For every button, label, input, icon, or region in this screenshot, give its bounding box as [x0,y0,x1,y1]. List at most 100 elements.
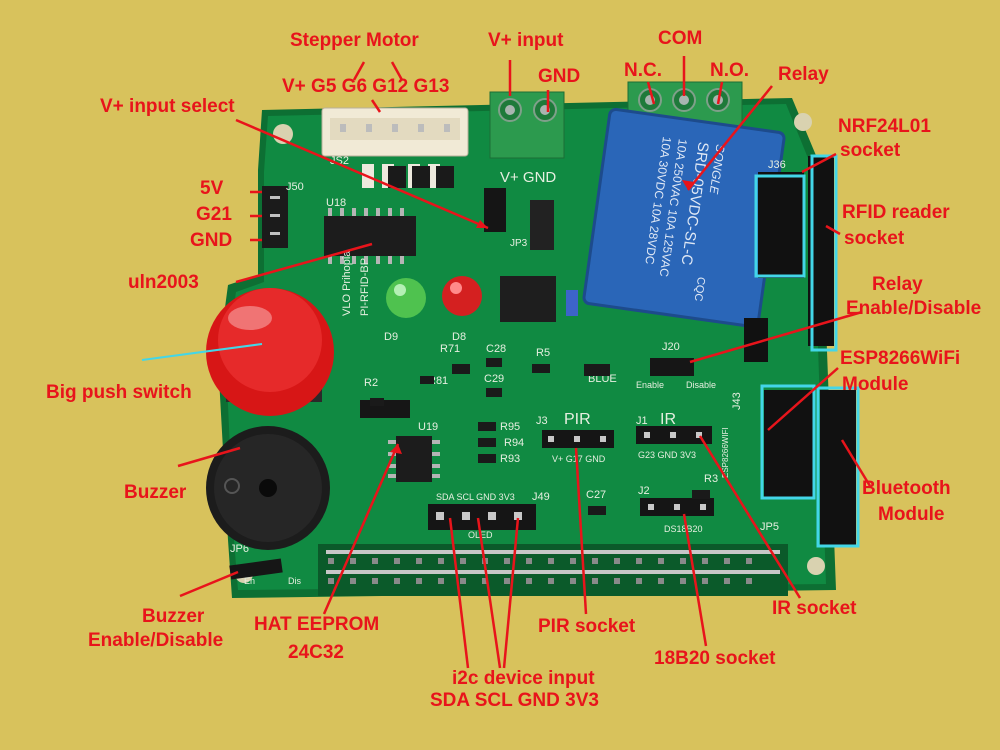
j50-header: J50 [262,181,304,248]
silk-jp5: JP5 [760,521,779,533]
silk-jp3: JP3 [510,238,528,249]
silk-vplus-gnd: V+ GND [500,169,556,186]
label-pin-5v: 5V [200,178,224,199]
silk-j43: J43 [731,392,743,410]
label-rfid-socket: socket [844,228,905,249]
uln2003-chip: U18 [324,197,416,264]
silk-board-name: VLO Prihopia [341,250,353,316]
label-pin-gnd: GND [190,230,233,251]
label-stepper-pins: V+ G5 G6 G12 G13 [282,76,450,97]
power-terminal-block: V+ GND [489,91,565,186]
silk-j50: J50 [286,181,304,193]
silk-u19: U19 [418,421,438,433]
silk-board-model: PI-RFID-BP [359,258,371,316]
label-24c32: 24C32 [288,642,344,663]
label-buzzer-enable: Buzzer [142,606,205,627]
trimmer [566,290,578,316]
silk-en: En [244,576,255,586]
label-gnd-input: GND [538,66,581,87]
annotation-arrowheads [390,180,694,454]
eeprom-chip-u19 [388,436,440,482]
silk-r5: R5 [536,347,550,359]
label-i2c-device-input: i2c device input [452,668,595,689]
label-nrf-socket: socket [840,140,901,161]
silk-r94: R94 [504,437,524,449]
silk-pir: PIR [564,411,591,428]
label-nrf24l01: NRF24L01 [838,116,931,137]
silk-j36: J36 [768,159,786,171]
mount-hole [794,113,812,131]
silk-j3: J3 [536,415,548,427]
label-uln2003: uln2003 [128,272,199,293]
silk-c29: C29 [484,373,504,385]
silk-relay-cqc: CQC [692,276,707,302]
silk-disable: Disable [686,380,716,390]
big-push-switch [206,288,334,416]
silk-i2c-pins: SDA SCL GND 3V3 [436,492,515,502]
label-buzzer: Buzzer [124,482,187,503]
silk-r95: R95 [500,421,520,433]
silk-j20: J20 [662,341,680,353]
label-no: N.O. [710,60,750,81]
silk-r2: R2 [364,377,378,389]
relay-module: SRD-05VDC-SL-C 10A 250VAC 10A 125VAC 10A… [582,107,786,329]
label-relay-enable-disable: Enable/Disable [846,298,982,319]
green-led-d9: D9 [384,278,426,343]
label-esp8266: ESP8266WiFi [840,348,961,369]
label-nc: N.C. [624,60,662,81]
annotation-lines [177,56,872,669]
silk-ir: IR [660,411,676,428]
label-bluetooth-module: Module [878,504,945,525]
label-hat-eeprom: HAT EEPROM [254,614,380,635]
label-ir-socket: IR socket [772,598,857,619]
label-esp-module: Module [842,374,909,395]
buzzer-component [206,426,330,550]
label-big-push-switch: Big push switch [46,382,192,403]
jumper-ja8 [360,400,410,418]
silk-j49: J49 [532,491,550,503]
silk-dis: Dis [288,576,301,586]
silk-j1: J1 [636,415,648,427]
cyan-pointers [141,343,263,361]
label-v-input: V+ input [488,30,564,51]
gpio-header [318,544,788,596]
label-bluetooth: Bluetooth [862,478,951,499]
label-rfid-reader: RFID reader [842,202,950,223]
label-relay-enable: Relay [872,274,923,295]
silk-ir-pins: G23 GND 3V3 [638,450,696,460]
silk-j2: J2 [638,485,650,497]
label-com: COM [658,28,703,49]
silk-r71: R71 [440,343,460,355]
relay-enable-jumper [650,358,694,376]
silk-esp: ESP8266WIFI [721,427,730,478]
silk-d9: D9 [384,331,398,343]
silk-c27: C27 [586,489,606,501]
jp3-jumper: JP3 [484,188,528,249]
silk-c28: C28 [486,343,506,355]
label-18b20-socket: 18B20 socket [654,648,776,669]
silk-r3: R3 [704,473,718,485]
silk-ds18b20: DS18B20 [664,524,703,534]
silk-r93: R93 [500,453,520,465]
silk-jp8: JP6 [230,543,249,555]
silk-d8: D8 [452,331,466,343]
mount-hole [807,557,825,575]
voltage-regulator [500,276,556,322]
diode [530,200,554,250]
label-pin-g21: G21 [196,204,232,225]
red-led-d8: D8 [442,276,482,343]
label-pir-socket: PIR socket [538,616,636,637]
label-relay: Relay [778,64,829,85]
pin-headers [428,426,714,530]
smd-components [370,166,710,515]
silk-pir-pins: V+ G17 GND [552,454,606,464]
label-buzzer-enable-disable: Enable/Disable [88,630,224,651]
label-v-input-select: V+ input select [100,96,235,117]
buzzer-enable-jumper [229,558,283,580]
silk-js2: JS2 [330,155,349,167]
label-stepper-motor: Stepper Motor [290,30,419,51]
silk-enable: Enable [636,380,664,390]
silk-u18: U18 [326,197,346,209]
